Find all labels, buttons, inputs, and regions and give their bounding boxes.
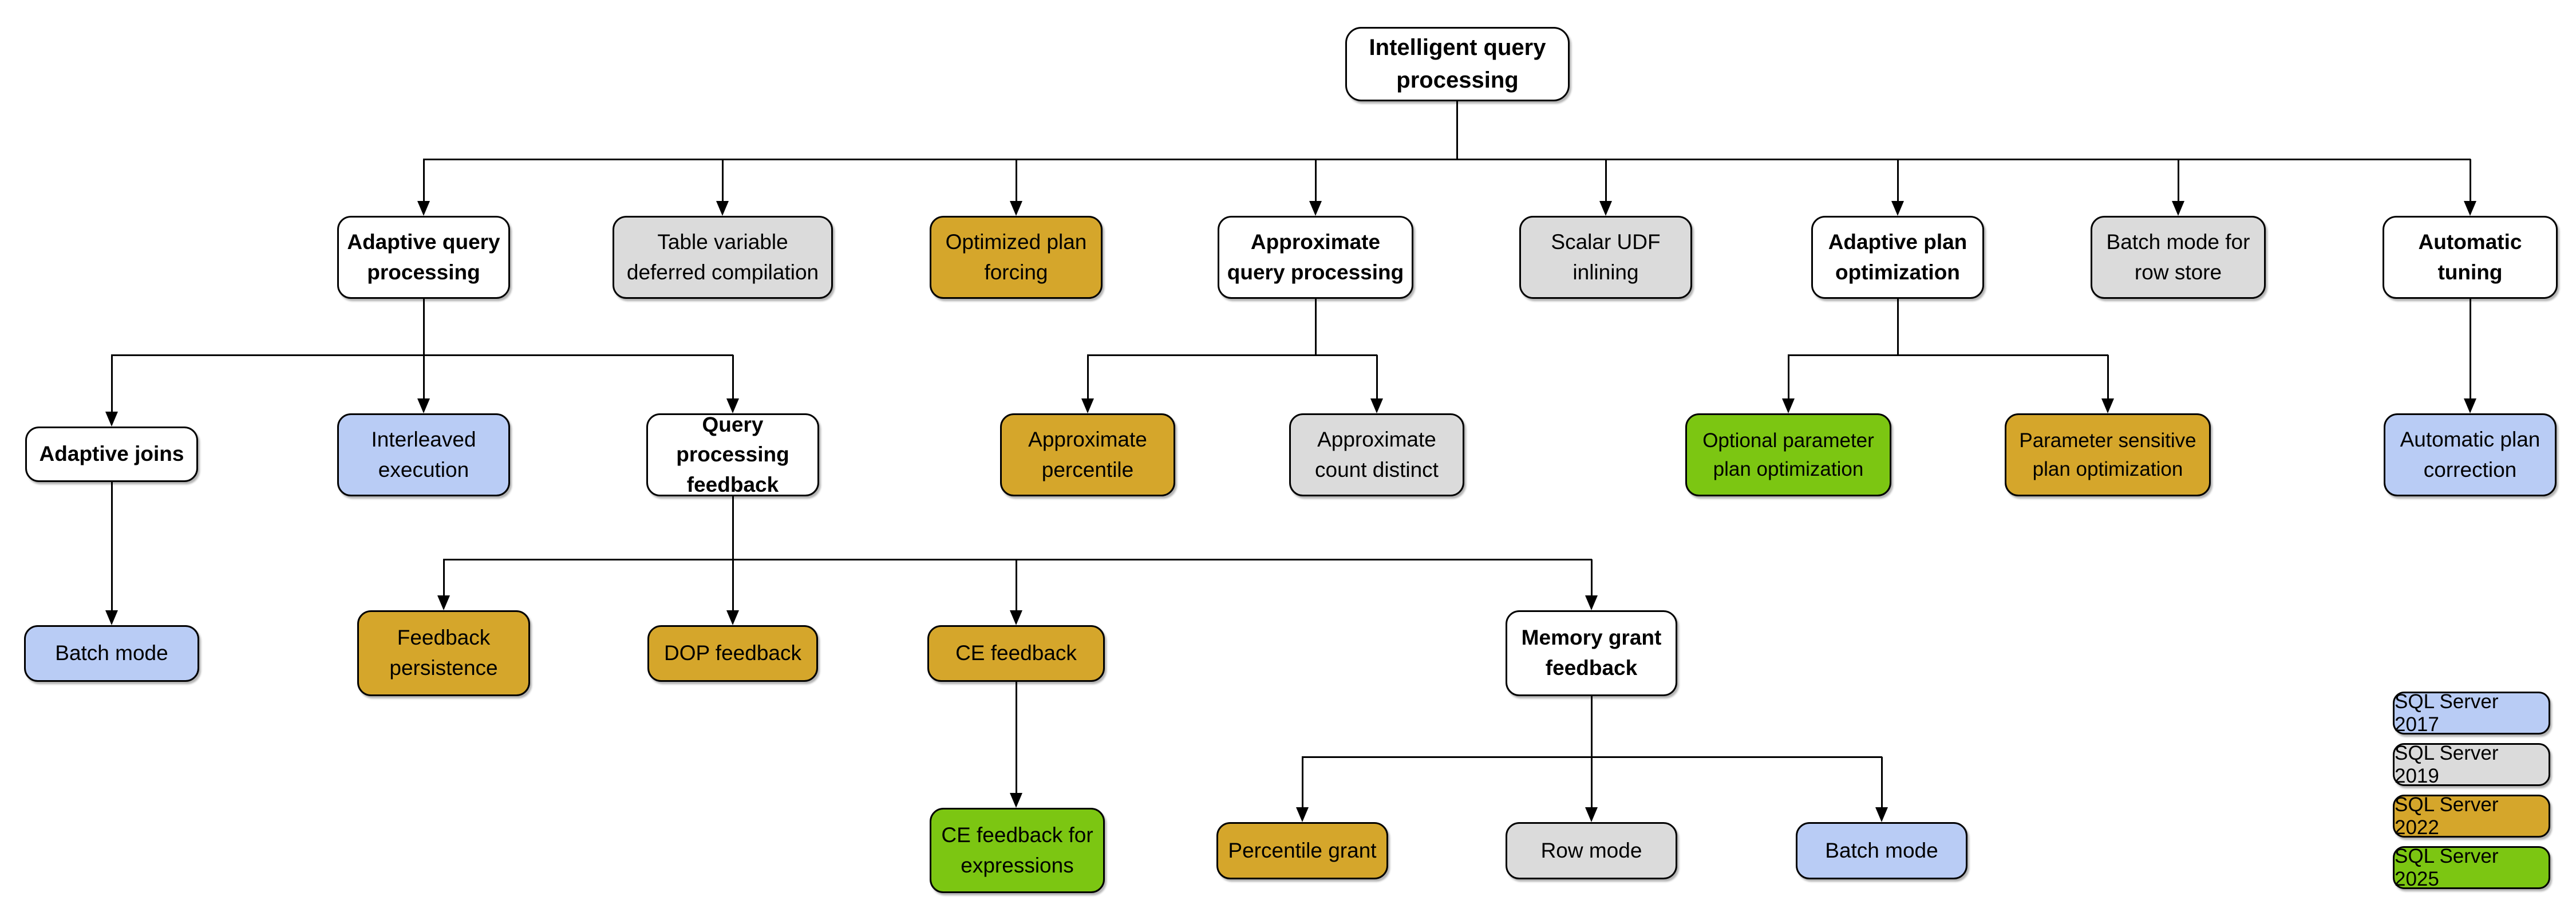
arrowhead-icon [1010,610,1022,625]
node-table-variable-deferred-compilation: Table variable deferred compilation [613,216,833,299]
connector-line [1315,299,1317,356]
connector-line [1376,355,1378,400]
arrowhead-icon [1010,793,1022,808]
connector-line [1016,559,1017,611]
legend-sql-server-2022: SQL Server 2022 [2393,793,2550,839]
arrowhead-icon [417,398,430,413]
node-approximate-query-processing: Approximate query processing [1218,216,1413,299]
arrowhead-icon [417,201,430,216]
arrowhead-icon [437,595,450,610]
connector-line [423,355,425,400]
connector-line [2107,355,2109,400]
arrowhead-icon [1370,398,1383,413]
node-adaptive-plan-optimization: Adaptive plan optimization [1811,216,1984,299]
connector-line [423,299,425,356]
legend-sql-server-2017: SQL Server 2017 [2393,690,2550,736]
node-automatic-plan-correction: Automatic plan correction [2384,413,2557,496]
arrowhead-icon [1891,201,1904,216]
node-percentile-grant: Percentile grant [1216,822,1388,879]
connector-line [732,559,734,611]
node-batch-mode-for-row-store: Batch mode for row store [2091,216,2266,299]
connector-line [1881,757,1883,808]
arrowhead-icon [105,610,118,625]
connector-line [732,355,734,400]
connector-line [1087,355,1089,400]
connector-line [423,159,2471,160]
connector-line [1016,159,1017,202]
node-automatic-tuning: Automatic tuning [2383,216,2558,299]
connector-line [111,354,733,356]
arrowhead-icon [2464,201,2476,216]
connector-line [111,355,113,413]
connector-line [1897,299,1899,356]
connector-line [443,559,445,597]
node-scalar-udf-inlining: Scalar UDF inlining [1519,216,1692,299]
connector-line [732,496,734,560]
node-approximate-percentile: Approximate percentile [1000,413,1175,496]
arrowhead-icon [1081,398,1094,413]
arrowhead-icon [2101,398,2114,413]
node-memory-grant-feedback: Memory grant feedback [1506,610,1677,696]
node-optional-parameter-plan-optimization: Optional parameter plan optimization [1685,413,1891,496]
connector-line [2178,159,2179,202]
connector-line [1456,101,1458,160]
node-interleaved-execution: Interleaved execution [337,413,510,496]
arrowhead-icon [716,201,729,216]
arrowhead-icon [2464,398,2476,413]
node-parameter-sensitive-plan-optimization: Parameter sensitive plan optimization [2005,413,2211,496]
connector-line [1302,757,1303,808]
arrowhead-icon [1585,595,1598,610]
connector-line [1315,159,1317,202]
node-feedback-persistence: Feedback persistence [357,610,530,696]
connector-line [1591,696,1593,757]
arrowhead-icon [1782,398,1795,413]
connector-line [111,482,113,611]
connector-line [443,559,1592,560]
connector-line [1897,159,1899,202]
legend-sql-server-2025: SQL Server 2025 [2393,845,2550,890]
legend-sql-server-2019: SQL Server 2019 [2393,742,2550,787]
node-approximate-count-distinct: Approximate count distinct [1289,413,1464,496]
connector-line [2470,299,2471,400]
connector-line [1591,757,1593,808]
arrowhead-icon [2172,201,2184,216]
arrowhead-icon [1875,807,1888,822]
connector-line [1788,355,1789,400]
arrowhead-icon [1309,201,1322,216]
node-ce-feedback: CE feedback [927,625,1105,682]
node-batch-mode-memory-grant: Batch mode [1796,822,1967,879]
connector-line [1605,159,1607,202]
arrowhead-icon [1585,807,1598,822]
connector-line [2470,159,2471,202]
arrowhead-icon [105,412,118,427]
node-optimized-plan-forcing: Optimized plan forcing [930,216,1103,299]
arrowhead-icon [1599,201,1612,216]
arrowhead-icon [726,398,739,413]
arrowhead-icon [1296,807,1309,822]
arrowhead-icon [726,610,739,625]
arrowhead-icon [1010,201,1022,216]
node-adaptive-joins: Adaptive joins [25,427,198,482]
connector-line [1591,559,1593,597]
connector-line [1087,354,1377,356]
connector-line [1788,354,2108,356]
node-ce-feedback-for-expressions: CE feedback for expressions [930,808,1105,893]
node-dop-feedback: DOP feedback [647,625,818,682]
node-intelligent-query-processing: Intelligent query processing [1345,27,1570,101]
node-row-mode: Row mode [1506,822,1677,879]
connector-line [1302,756,1882,758]
connector-line [423,159,425,202]
connector-line [1016,682,1017,794]
node-adaptive-query-processing: Adaptive query processing [337,216,510,299]
connector-line [722,159,724,202]
node-batch-mode-adaptive-joins: Batch mode [24,625,199,682]
node-query-processing-feedback: Query processing feedback [646,413,819,496]
